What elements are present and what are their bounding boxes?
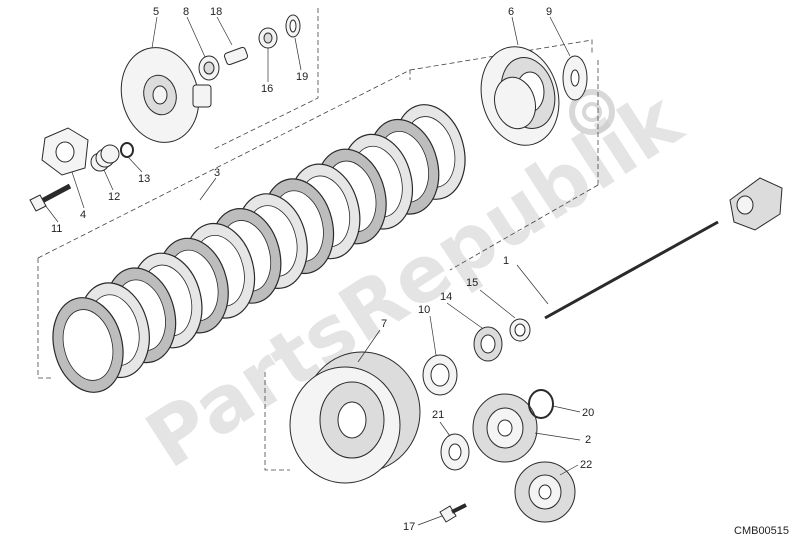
callout-5: 5	[153, 6, 159, 18]
callout-1: 1	[503, 255, 509, 267]
callout-21: 21	[432, 409, 444, 421]
callout-18: 18	[210, 6, 222, 18]
leader-lines	[44, 16, 581, 526]
callout-13: 13	[138, 173, 150, 185]
callout-19: 19	[296, 71, 308, 83]
callout-16: 16	[261, 83, 273, 95]
clutch-housing	[289, 351, 421, 484]
bushing	[422, 354, 458, 396]
bearing	[198, 55, 220, 81]
spring-ring	[120, 142, 134, 158]
thrust-washer	[562, 55, 588, 101]
watermark-gear-icon	[569, 89, 615, 135]
gear-bolt	[439, 503, 467, 523]
clutch-plate-bore	[62, 309, 114, 381]
drawing-code: CMB00515	[734, 525, 789, 537]
callout-14: 14	[440, 291, 452, 303]
snap-ring	[528, 389, 554, 419]
nut	[258, 27, 278, 49]
callout-12: 12	[108, 191, 120, 203]
gear-lower	[514, 461, 576, 523]
bush	[509, 318, 531, 342]
callouts: 1 2 3 4 5 6 7 8 9 10 11 12 13 14 15 16 1…	[51, 6, 594, 533]
callout-3: 3	[214, 167, 220, 179]
bolt	[29, 183, 72, 212]
clutch-plate-pack	[52, 104, 466, 393]
callout-11: 11	[51, 223, 62, 235]
callout-17: 17	[403, 521, 415, 533]
callout-9: 9	[546, 6, 552, 18]
spring	[90, 144, 120, 172]
spring-cap	[41, 127, 89, 176]
spacer	[440, 433, 470, 471]
callout-7: 7	[381, 318, 387, 330]
callout-8: 8	[183, 6, 189, 18]
callout-20: 20	[582, 407, 594, 419]
gear	[472, 393, 538, 463]
callout-6: 6	[508, 6, 514, 18]
callout-2: 2	[585, 434, 591, 446]
push-rod	[544, 220, 719, 320]
callout-15: 15	[466, 277, 478, 289]
pressure-plate	[120, 47, 212, 143]
washer	[285, 14, 301, 38]
callout-4: 4	[80, 209, 86, 221]
push-rod-pin	[223, 46, 249, 66]
clutch-drum	[480, 46, 560, 146]
needle-bearing	[473, 326, 503, 362]
slave-cylinder	[729, 177, 783, 231]
callout-10: 10	[418, 304, 430, 316]
dashed-outline	[37, 8, 599, 471]
callout-22: 22	[580, 459, 592, 471]
